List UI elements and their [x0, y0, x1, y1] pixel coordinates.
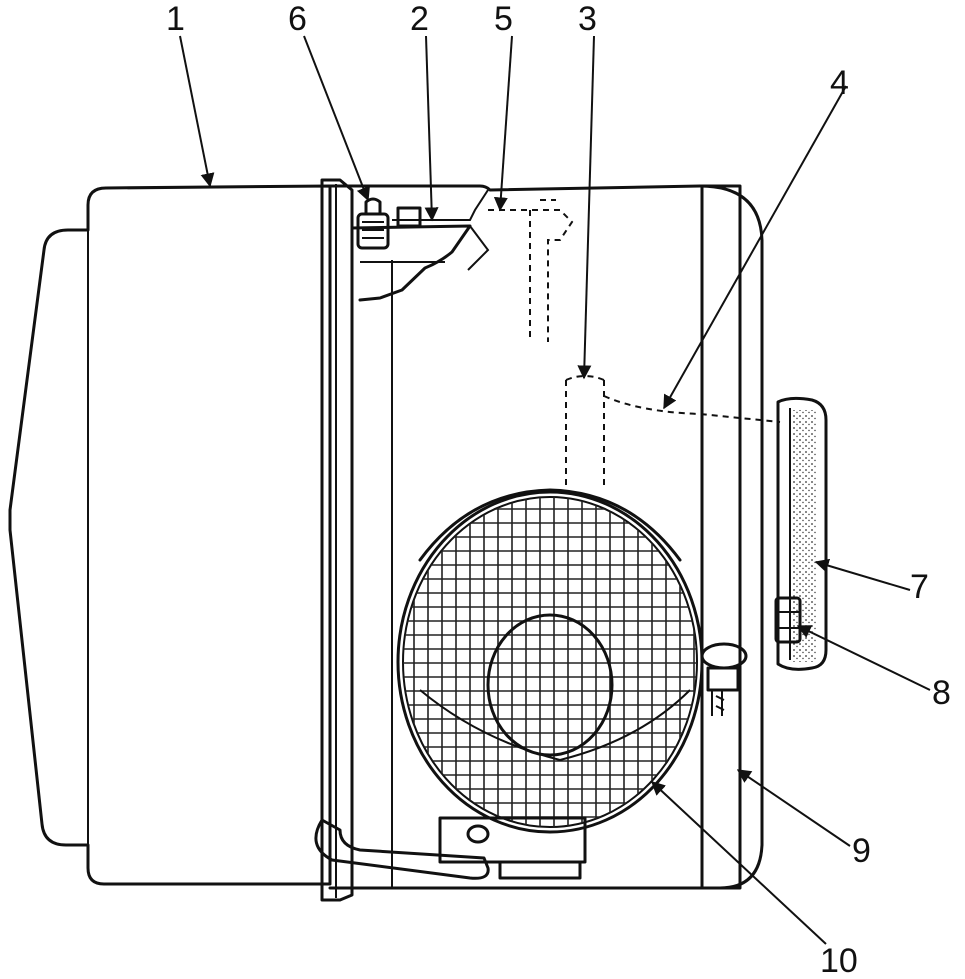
leader-1: [179, 35, 215, 188]
hidden-tube: [488, 199, 574, 342]
housing-body: [320, 178, 764, 902]
leader-4: [663, 85, 847, 410]
leader-10: [650, 781, 827, 945]
callout-5: 5: [494, 0, 513, 38]
hose-fitting: [774, 596, 802, 644]
callout-7: 7: [910, 568, 929, 606]
callout-8: 8: [932, 674, 951, 712]
leader-5: [493, 35, 513, 212]
leader-lines: [179, 35, 931, 945]
top-wing-nut: [356, 197, 422, 250]
leader-8: [796, 625, 931, 691]
callout-10: 10: [820, 942, 858, 979]
callout-3: 3: [578, 0, 597, 38]
callout-6: 6: [288, 0, 307, 38]
hose: [776, 396, 828, 671]
callout-9: 9: [852, 832, 871, 870]
leader-6: [303, 35, 370, 202]
leader-7: [814, 558, 911, 591]
hidden-outlet: [565, 375, 605, 490]
leader-3: [577, 35, 595, 380]
hidden-hose-line: [603, 395, 781, 423]
callout-2: 2: [410, 0, 429, 38]
clamp-screw: [700, 642, 748, 716]
callout-numbers: 1 6 2 5 3 4 7 8 9 10: [166, 0, 951, 979]
mesh-screen: [396, 488, 704, 834]
bottom-bracket: [314, 816, 587, 880]
leader-2: [424, 35, 439, 222]
callout-4: 4: [830, 64, 849, 102]
callout-1: 1: [166, 0, 185, 38]
leader-9: [736, 769, 851, 847]
end-cover: [8, 184, 332, 886]
